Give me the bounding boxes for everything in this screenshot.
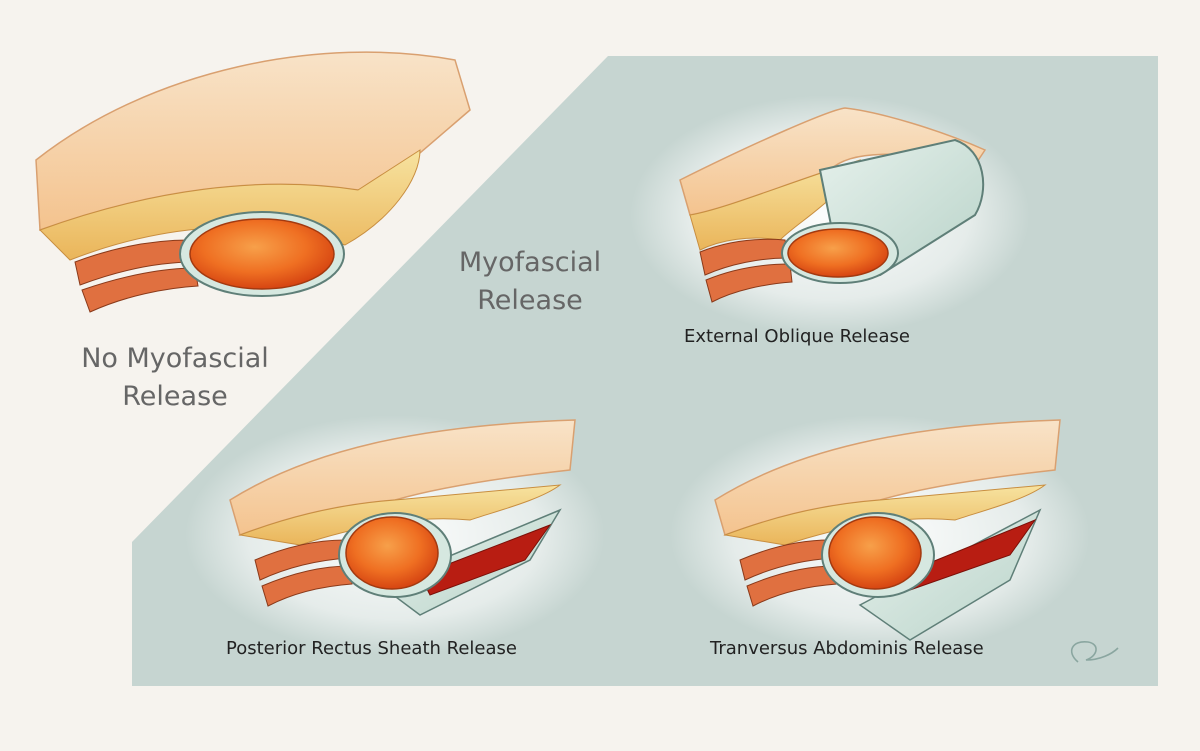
myofascial-line1: Myofascial bbox=[458, 247, 602, 278]
external-oblique-label: External Oblique Release bbox=[684, 326, 910, 347]
external-oblique-illustration bbox=[679, 107, 987, 303]
transversus-illustration bbox=[714, 419, 1061, 641]
no-release-line2: Release bbox=[122, 381, 228, 412]
artist-signature bbox=[1070, 641, 1119, 663]
posterior-rectus-illustration bbox=[229, 419, 576, 616]
posterior-rectus-label: Posterior Rectus Sheath Release bbox=[226, 638, 517, 659]
myofascial-line2: Release bbox=[477, 285, 583, 316]
transversus-label: Tranversus Abdominis Release bbox=[710, 638, 984, 659]
no-release-title: No Myofascial Release bbox=[60, 340, 290, 416]
myofascial-release-title: Myofascial Release bbox=[430, 244, 630, 320]
no-release-illustration bbox=[35, 51, 471, 313]
no-release-line1: No Myofascial bbox=[81, 343, 269, 374]
